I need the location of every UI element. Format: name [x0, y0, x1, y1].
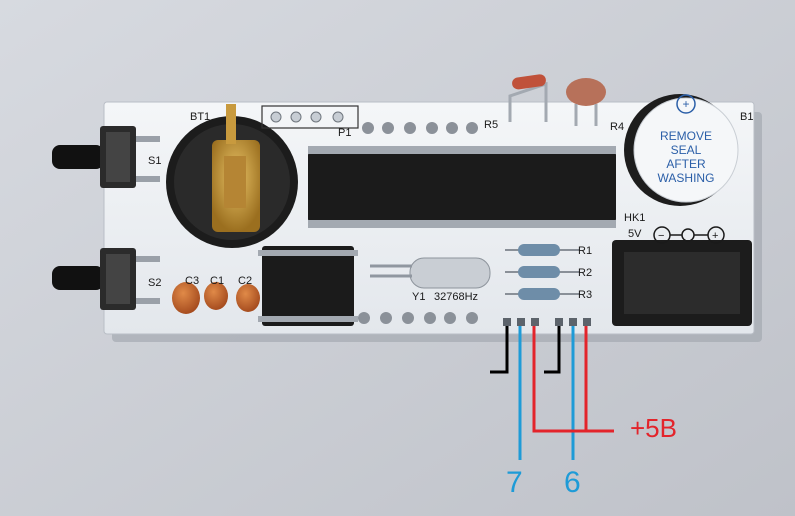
crystal-y1 [370, 257, 491, 289]
capacitor-c1 [204, 282, 228, 310]
resistor-r2 [505, 266, 580, 278]
pad-row-bottom [358, 312, 478, 324]
programming-pads [503, 318, 591, 326]
label-y1: Y1 [412, 291, 425, 303]
eight-pin-chip [258, 246, 358, 326]
label-bt1: BT1 [190, 111, 210, 123]
polarity-plus-label: + [712, 230, 718, 242]
pin-6-label: 6 [564, 466, 581, 499]
capacitor-c3 [172, 282, 200, 314]
label-r5: R5 [484, 119, 498, 131]
buzzer-sticker-line-4: WASHING [658, 171, 715, 185]
supply-label: +5B [630, 413, 677, 443]
resistor-r1 [505, 244, 580, 256]
microcontroller-chip [308, 146, 616, 228]
pad-row-top [362, 122, 478, 134]
switch-s1 [52, 126, 160, 188]
battery-holder-bt1 [166, 104, 298, 248]
wire-ground-1 [490, 326, 509, 374]
label-p1: P1 [338, 127, 351, 139]
buzzer-sticker-line-3: AFTER [666, 157, 706, 171]
label-r1: R1 [578, 245, 592, 257]
dc-jack [612, 240, 752, 326]
buzzer-sticker-line-1: REMOVE [660, 129, 712, 143]
wire-ground-2 [544, 326, 561, 374]
label-c2: C2 [238, 275, 252, 287]
label-5v: 5V [628, 228, 642, 240]
header-p1 [261, 105, 359, 129]
buzzer-sticker-line-2: SEAL [671, 143, 702, 157]
label-s1: S1 [148, 155, 161, 167]
switch-s2 [52, 248, 160, 310]
capacitor-c2 [236, 284, 260, 312]
buzzer-b1 [624, 94, 739, 206]
label-hk1: HK1 [624, 212, 645, 224]
wire-supply [532, 326, 614, 433]
polarity-minus-label: − [658, 230, 664, 242]
label-r4: R4 [610, 121, 624, 133]
buzzer-plus-sign: + [682, 97, 689, 111]
photoresistor-r4 [566, 78, 606, 126]
label-c1: C1 [210, 275, 224, 287]
pin-7-label: 7 [506, 466, 523, 499]
label-frequency: 32768Hz [434, 291, 478, 303]
resistor-r3 [505, 288, 580, 300]
polarity-symbol [653, 226, 725, 244]
label-s2: S2 [148, 277, 161, 289]
label-r3: R3 [578, 289, 592, 301]
label-b1: B1 [740, 111, 753, 123]
label-c3: C3 [185, 275, 199, 287]
label-r2: R2 [578, 267, 592, 279]
component-r5 [508, 74, 548, 122]
